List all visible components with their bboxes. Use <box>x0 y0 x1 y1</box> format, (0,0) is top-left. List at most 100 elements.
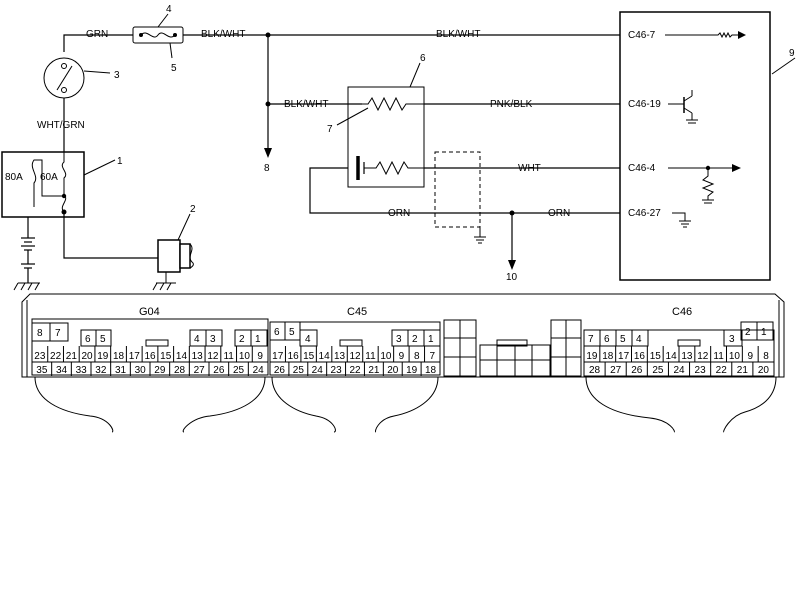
c45-pin-8: 8 <box>414 351 420 362</box>
fuse-block-1 <box>1 151 85 218</box>
c46-pin-8: 8 <box>763 351 769 362</box>
c45-pin-21: 21 <box>368 365 380 376</box>
pin-c46-27: C46-27 <box>628 208 661 219</box>
g04-pin-34: 34 <box>56 365 68 376</box>
sensor-element <box>356 156 424 180</box>
label-fuse-80a: 80A <box>5 172 23 183</box>
c46-pin-27: 27 <box>610 365 622 376</box>
c45-pin-13: 13 <box>334 351 346 362</box>
c46-pin-21: 21 <box>737 365 749 376</box>
c46-pin-24: 24 <box>673 365 685 376</box>
c45-pin-7: 7 <box>429 351 435 362</box>
c46-pin-5: 5 <box>620 334 626 345</box>
callout-4: 4 <box>166 4 172 15</box>
c46-pin-28: 28 <box>589 365 601 376</box>
callout-5: 5 <box>171 63 177 74</box>
c45-pin-15: 15 <box>303 351 315 362</box>
component-6-box <box>347 86 425 188</box>
c46-pin-16: 16 <box>634 351 646 362</box>
label-orn-1: ORN <box>388 208 410 219</box>
c45-pin-10: 10 <box>380 351 392 362</box>
callout-9: 9 <box>789 48 795 59</box>
c45-pin-12: 12 <box>349 351 361 362</box>
g04-pin-28: 28 <box>174 365 186 376</box>
c45-pin-26: 26 <box>274 365 286 376</box>
c45-pin-17: 17 <box>272 351 284 362</box>
label-blk-wht-2: BLK/WHT <box>436 29 480 40</box>
c46-pin-15: 15 <box>650 351 662 362</box>
callout-2: 2 <box>190 204 196 215</box>
g04-pin-23: 23 <box>34 351 46 362</box>
c45-pin-3: 3 <box>396 334 402 345</box>
c46-pin-13: 13 <box>681 351 693 362</box>
c46-pin-10: 10 <box>729 351 741 362</box>
g04-pin-18: 18 <box>113 351 125 362</box>
c45-pin-6: 6 <box>274 327 280 338</box>
ecm-box <box>619 11 771 281</box>
g04-pin-17: 17 <box>129 351 141 362</box>
g04-pin-21: 21 <box>66 351 78 362</box>
g04-pin-3: 3 <box>210 334 216 345</box>
c46-pin-3: 3 <box>729 334 735 345</box>
c45-pin-20: 20 <box>387 365 399 376</box>
fuse-5 <box>132 26 184 44</box>
c46-pin-17: 17 <box>618 351 630 362</box>
g04-pin-13: 13 <box>192 351 204 362</box>
c45-pin-24: 24 <box>312 365 324 376</box>
label-blk-wht-3: BLK/WHT <box>284 99 328 110</box>
c46-pin-18: 18 <box>602 351 614 362</box>
label-orn-2: ORN <box>548 208 570 219</box>
callout-1: 1 <box>117 156 123 167</box>
g04-pin-8: 8 <box>37 328 43 339</box>
g04-pin-6: 6 <box>85 334 91 345</box>
c45-pin-23: 23 <box>331 365 343 376</box>
c46-pin-23: 23 <box>695 365 707 376</box>
pin-c46-4: C46-4 <box>628 163 656 174</box>
callout-3: 3 <box>114 70 120 81</box>
g04-pin-9: 9 <box>257 351 263 362</box>
g04-pin-16: 16 <box>144 351 156 362</box>
c45-pin-4: 4 <box>305 334 311 345</box>
g04-pin-14: 14 <box>176 351 188 362</box>
c46-pin-20: 20 <box>758 365 770 376</box>
c46-pin-1: 1 <box>761 327 767 338</box>
c46-pin-6: 6 <box>604 334 610 345</box>
g04-pin-15: 15 <box>160 351 172 362</box>
connector-blank-middle <box>443 319 582 377</box>
wire-grn <box>63 34 133 52</box>
shield-dashed <box>434 151 481 228</box>
g04-pin-20: 20 <box>82 351 94 362</box>
c45-pin-16: 16 <box>288 351 300 362</box>
c45-pin-18: 18 <box>425 365 437 376</box>
connector-c45: 6 5 4 3 2 1 <box>269 321 441 376</box>
label-wht-grn: WHT/GRN <box>37 120 85 131</box>
c46-pin-26: 26 <box>631 365 643 376</box>
c45-pin-2: 2 <box>412 334 418 345</box>
g04-pin-11: 11 <box>223 351 234 362</box>
wire-orn <box>309 167 620 214</box>
c45-pin-5: 5 <box>289 327 295 338</box>
c46-pin-9: 9 <box>747 351 753 362</box>
g04-pin-25: 25 <box>233 365 245 376</box>
arrow-10 <box>508 260 516 270</box>
connector-label-c46: C46 <box>672 306 692 318</box>
g04-pin-2: 2 <box>239 334 245 345</box>
g04-pin-12: 12 <box>207 351 219 362</box>
g04-pin-7: 7 <box>55 328 61 339</box>
connector-housing <box>21 293 785 378</box>
harness-curves <box>34 376 777 433</box>
g04-pin-19: 19 <box>97 351 109 362</box>
g04-pin-24: 24 <box>253 365 265 376</box>
c45-pin-1: 1 <box>428 334 434 345</box>
label-wht: WHT <box>518 163 541 174</box>
g04-pin-4: 4 <box>194 334 200 345</box>
g04-pin-31: 31 <box>115 365 127 376</box>
connector-label-g04: G04 <box>139 306 160 318</box>
pin-c46-19: C46-19 <box>628 99 661 110</box>
g04-pin-5: 5 <box>100 334 106 345</box>
component-2-actuator <box>152 239 194 291</box>
c45-pin-25: 25 <box>293 365 305 376</box>
c45-pin-9: 9 <box>399 351 405 362</box>
c46-pin-4: 4 <box>636 334 642 345</box>
